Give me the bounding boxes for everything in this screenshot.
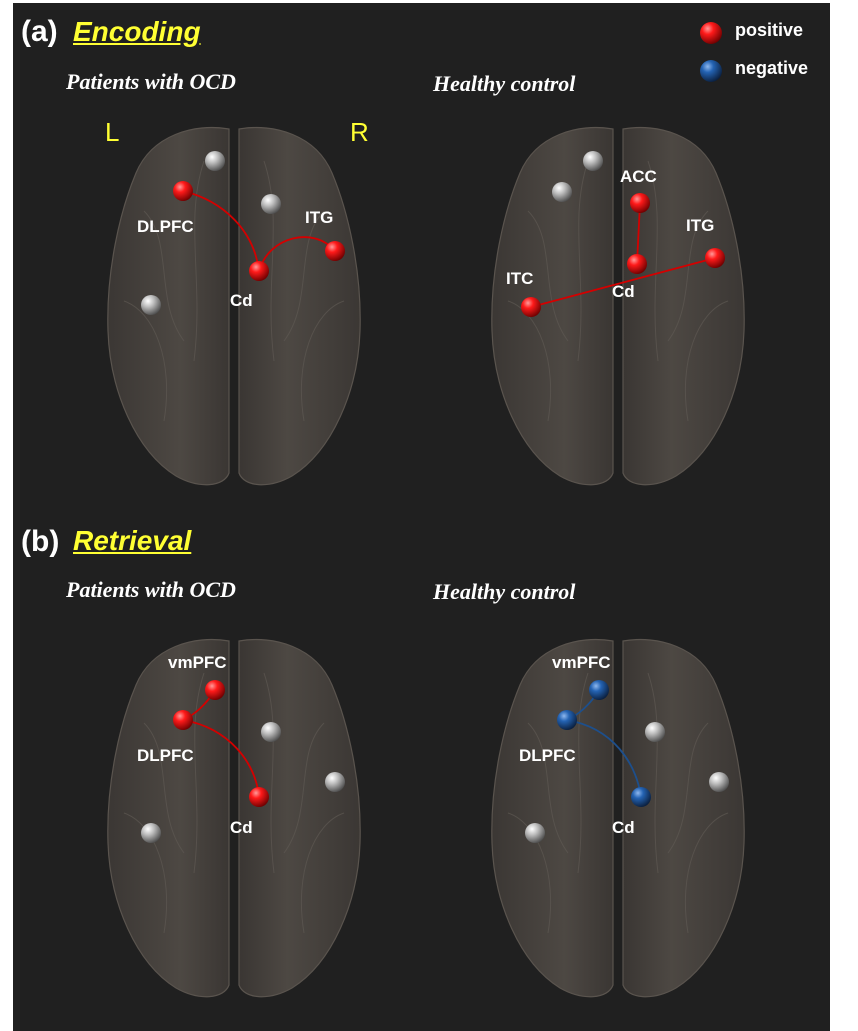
node-gray xyxy=(325,772,345,792)
node-dlpfc xyxy=(173,181,193,201)
node-cd xyxy=(627,254,647,274)
node-gray xyxy=(205,151,225,171)
right-hemisphere-label: R xyxy=(350,117,369,147)
edge-cd-itg xyxy=(258,236,336,272)
node-gray xyxy=(709,772,729,792)
label-acc: ACC xyxy=(620,167,657,186)
brain-encoding-hc xyxy=(491,126,745,486)
edge-dlpfc-cd xyxy=(182,190,260,272)
node-dlpfc xyxy=(557,710,577,730)
brain-encoding-ocd xyxy=(107,126,361,486)
panel-a-ocd-title: Patients with OCD xyxy=(66,69,236,94)
node-gray xyxy=(645,722,665,742)
label-itc: ITC xyxy=(506,269,534,288)
legend-positive-label: positive xyxy=(735,20,804,40)
node-vmpfc xyxy=(205,680,225,700)
label-dlpfc: DLPFC xyxy=(137,217,194,236)
panel-a-tag: (a) xyxy=(21,15,58,48)
label-dlpfc: DLPFC xyxy=(137,746,194,765)
node-gray xyxy=(525,823,545,843)
label-itg: ITG xyxy=(305,208,334,227)
panel-a-hc-title: Healthy control xyxy=(433,71,576,96)
brain-retrieval-ocd xyxy=(107,638,361,998)
node-cd xyxy=(249,787,269,807)
node-gray xyxy=(261,722,281,742)
node-dlpfc xyxy=(173,710,193,730)
node-gray xyxy=(261,194,281,214)
edge-itc-itg xyxy=(530,257,716,308)
brain-outline xyxy=(107,126,361,486)
node-itg xyxy=(325,241,345,261)
node-gray xyxy=(141,823,161,843)
label-cd: Cd xyxy=(612,282,635,301)
node-itc xyxy=(521,297,541,317)
edge-dlpfc-cd xyxy=(566,719,642,798)
edge-dlpfc-cd xyxy=(182,719,260,798)
label-dlpfc: DLPFC xyxy=(519,746,576,765)
edge-acc-cd xyxy=(636,202,641,265)
node-cd xyxy=(631,787,651,807)
node-acc xyxy=(630,193,650,213)
node-gray xyxy=(552,182,572,202)
connectivity-figure: positive negative (a) Encoding Patients … xyxy=(13,3,830,1031)
panel-b-tag: (b) xyxy=(21,525,60,558)
label-cd: Cd xyxy=(230,818,253,837)
node-gray xyxy=(583,151,603,171)
label-cd: Cd xyxy=(230,291,253,310)
node-gray xyxy=(141,295,161,315)
label-vmpfc: vmPFC xyxy=(168,653,227,672)
left-hemisphere-label: L xyxy=(105,117,120,147)
label-itg: ITG xyxy=(686,216,715,235)
panel-b-title: Retrieval xyxy=(73,525,192,556)
legend-negative-marker xyxy=(700,60,722,82)
panel-b-ocd-title: Patients with OCD xyxy=(66,577,236,602)
brain-retrieval-hc xyxy=(491,638,745,998)
brain-outline xyxy=(491,126,745,486)
node-itg xyxy=(705,248,725,268)
label-vmpfc: vmPFC xyxy=(552,653,611,672)
legend-positive-marker xyxy=(700,22,722,44)
node-vmpfc xyxy=(589,680,609,700)
node-cd xyxy=(249,261,269,281)
label-cd: Cd xyxy=(612,818,635,837)
panel-a-title: Encoding xyxy=(73,16,201,47)
legend-negative-label: negative xyxy=(735,58,809,78)
panel-b-hc-title: Healthy control xyxy=(433,579,576,604)
